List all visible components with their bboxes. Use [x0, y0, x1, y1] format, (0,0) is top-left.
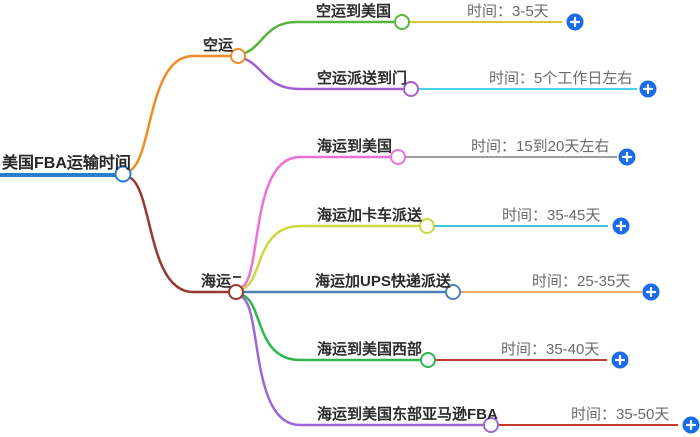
sea-west-node-label[interactable]: 海运到美国西部: [317, 341, 423, 358]
sea-west-branch-line: [240, 293, 423, 362]
plus-icon: [685, 419, 697, 431]
sea-node-label[interactable]: 海运: [201, 273, 232, 290]
sea-east-time-label[interactable]: 时间：35-50天: [571, 406, 670, 423]
sea-ups-time-label[interactable]: 时间：25-35天: [532, 273, 631, 290]
sea-truck-expander-circle[interactable]: [419, 218, 435, 234]
sea-expander-circle[interactable]: [228, 284, 244, 300]
plus-icon: [645, 286, 657, 298]
sea-ups-add-button[interactable]: [642, 283, 660, 301]
air-to-us-node-label[interactable]: 空运到美国: [316, 3, 392, 20]
sea-truck-add-button[interactable]: [612, 217, 630, 235]
sea-east-expander-circle[interactable]: [483, 417, 499, 433]
plus-icon: [569, 16, 581, 28]
air-door-expander-circle[interactable]: [403, 81, 419, 97]
sea-to-us-branch-line: [240, 155, 393, 289]
sea-west-time-label[interactable]: 时间：35-40天: [501, 341, 600, 358]
sea-to-us-expander-circle[interactable]: [390, 149, 406, 165]
plus-icon: [621, 151, 633, 163]
sea-to-us-time-label[interactable]: 时间：15到20天左右: [471, 138, 610, 155]
plus-icon: [614, 354, 626, 366]
sea-branch-line: [127, 175, 231, 294]
sea-west-expander-circle[interactable]: [420, 352, 436, 368]
air-to-us-branch-line: [243, 20, 396, 55]
air-door-time-label[interactable]: 时间：5个工作日左右: [489, 70, 633, 87]
sea-ups-expander-circle[interactable]: [445, 284, 461, 300]
air-door-node-label[interactable]: 空运派送到门: [317, 70, 408, 87]
sea-east-add-button[interactable]: [682, 416, 700, 434]
air-node-label[interactable]: 空运: [203, 37, 234, 54]
sea-to-us-add-button[interactable]: [618, 148, 636, 166]
air-door-branch-line: [243, 57, 405, 91]
air-to-us-expander-circle[interactable]: [394, 14, 410, 30]
sea-truck-node-label[interactable]: 海运加卡车派送: [317, 207, 423, 224]
sea-west-add-button[interactable]: [611, 351, 629, 369]
plus-icon: [642, 83, 654, 95]
sea-to-us-node-label[interactable]: 海运到美国: [317, 138, 393, 155]
sea-east-node-label[interactable]: 海运到美国东部亚马逊FBA: [317, 406, 498, 423]
sea-east-branch-line: [240, 295, 486, 427]
air-expander-circle[interactable]: [230, 48, 246, 64]
root-expander-circle[interactable]: [114, 165, 132, 183]
plus-icon: [615, 220, 627, 232]
air-to-us-time-label[interactable]: 时间：3-5天: [467, 3, 549, 20]
sea-truck-branch-line: [240, 224, 422, 291]
sea-ups-node-label[interactable]: 海运加UPS快递派送: [315, 273, 451, 290]
air-door-add-button[interactable]: [639, 80, 657, 98]
root-node-label[interactable]: 美国FBA运输时间: [2, 155, 131, 172]
air-to-us-add-button[interactable]: [566, 13, 584, 31]
air-branch-line: [127, 54, 234, 173]
sea-truck-time-label[interactable]: 时间：35-45天: [502, 207, 601, 224]
